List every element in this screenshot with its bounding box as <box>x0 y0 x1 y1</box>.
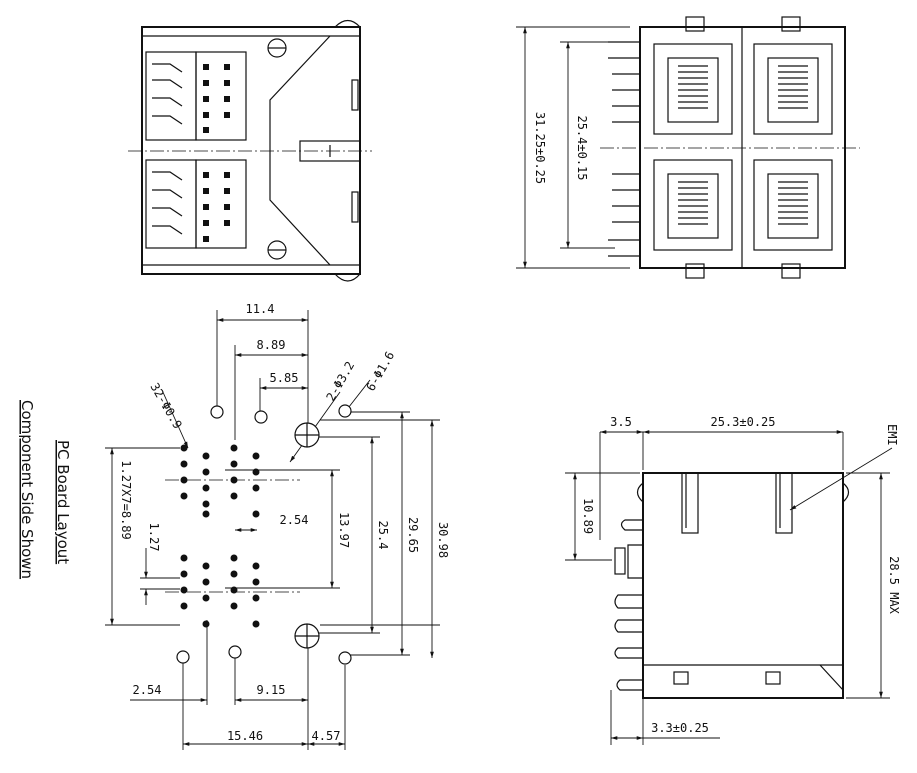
pcb-layout: 11.4 8.89 5.85 32-Φ0.9 2-Φ3.2 6-Φ1.6 1.2… <box>18 302 450 750</box>
dim-pitch-7: 1.27X7=8.89 <box>119 460 133 539</box>
dim-25-4: 25.4 <box>376 521 390 550</box>
dim-3-5: 3.5 <box>610 415 632 429</box>
dim-3-3: 3.3±0.25 <box>651 721 709 735</box>
title-line-1: PC Board Layout <box>54 440 72 564</box>
dim-9-15: 9.15 <box>257 683 286 697</box>
label-32-holes: 32-Φ0.9 <box>147 381 184 432</box>
dim-2-54-bottom: 2.54 <box>133 683 162 697</box>
front-view: 31.25±0.25 25.4±0.15 <box>516 16 860 279</box>
dim-10-89: 10.89 <box>581 498 595 534</box>
label-6-holes: 6-Φ1.6 <box>363 349 397 394</box>
dim-pitch: 1.27 <box>147 523 161 552</box>
dim-13-97: 13.97 <box>337 512 351 548</box>
dim-8-89: 8.89 <box>257 338 286 352</box>
emi-label: EMI <box>885 424 899 446</box>
dim-5-85: 5.85 <box>270 371 299 385</box>
label-2-holes: 2-Φ3.2 <box>323 359 357 404</box>
pin-grid <box>180 444 260 628</box>
side-view: EMI 3.5 25.3±0.25 10.89 28.5 MAX 3.3±0.2… <box>565 415 901 745</box>
dim-4-57: 4.57 <box>312 729 341 743</box>
dim-25-4-front: 25.4±0.15 <box>575 115 589 180</box>
title-line-2: Component Side Shown <box>18 400 36 579</box>
top-view <box>128 19 372 282</box>
dim-29-65: 29.65 <box>406 517 420 553</box>
dim-2-54: 2.54 <box>280 513 309 527</box>
dim-11-4: 11.4 <box>246 302 275 316</box>
dim-28-5: 28.5 MAX <box>887 556 901 615</box>
dim-15-46: 15.46 <box>227 729 263 743</box>
dim-25-3: 25.3±0.25 <box>710 415 775 429</box>
dim-30-98: 30.98 <box>436 522 450 558</box>
dim-31-25: 31.25±0.25 <box>533 112 547 184</box>
